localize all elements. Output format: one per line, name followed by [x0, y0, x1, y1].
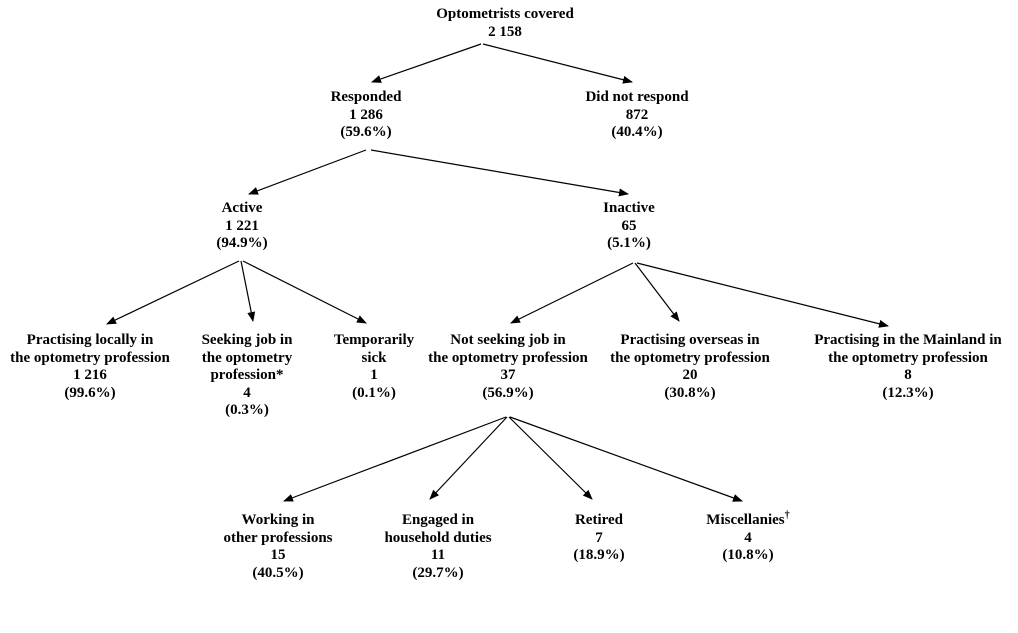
node-active: Active 1 221 (94.9%) — [216, 200, 267, 253]
arrow-active-to-temporarily-sick — [242, 260, 367, 324]
node-label: Practising in the Mainland in the optome… — [814, 332, 1002, 366]
node-miscellanies: Miscellanies† 4 (10.8%) — [706, 510, 790, 565]
node-label: Did not respond — [585, 89, 689, 105]
node-percentage: (94.9%) — [216, 235, 268, 251]
miscellanies-text: Miscellanies — [706, 512, 785, 528]
node-seeking-job: Seeking job in the optometry profession*… — [202, 332, 293, 420]
node-label: Practising locally in the optometry prof… — [10, 332, 170, 366]
node-count: 1 — [370, 367, 378, 383]
arrow-inactive-to-overseas — [634, 262, 680, 322]
node-count: 15 — [270, 547, 286, 563]
node-label: Active — [221, 200, 263, 216]
node-engaged-household-duties: Engaged in household duties 11 (29.7%) — [384, 512, 491, 582]
arrow-active-to-seeking-job — [240, 260, 256, 322]
node-responded: Responded 1 286 (59.6%) — [331, 89, 402, 142]
node-percentage: (29.7%) — [412, 564, 464, 581]
node-percentage: (5.1%) — [607, 235, 651, 251]
node-count: 20 — [682, 367, 698, 383]
node-percentage: (10.8%) — [722, 547, 774, 563]
node-count: 37 — [500, 367, 516, 383]
node-count: 8 — [904, 367, 912, 383]
node-did-not-respond: Did not respond 872 (40.4%) — [585, 89, 688, 142]
node-percentage: (99.6%) — [64, 384, 116, 401]
arrow-responded-to-inactive — [370, 149, 629, 197]
arrow-inactive-to-mainland — [636, 262, 889, 328]
arrow-inactive-to-not-seeking — [510, 262, 634, 324]
node-percentage: (30.8%) — [664, 384, 716, 401]
node-label: Engaged in household duties — [384, 512, 492, 546]
node-percentage: (40.5%) — [252, 564, 304, 581]
node-optometrists-covered: Optometrists covered 2 158 — [436, 6, 574, 41]
arrow-not-seeking-to-working — [283, 416, 507, 502]
node-label: Seeking job in the optometry profession* — [201, 332, 293, 383]
arrow-responded-to-active — [248, 149, 367, 195]
node-count: 1 216 — [73, 367, 107, 383]
arrow-active-to-practising-locally — [106, 260, 240, 325]
node-percentage: (0.1%) — [352, 384, 396, 401]
node-count: 1 286 — [349, 106, 383, 123]
node-count: 65 — [621, 217, 637, 234]
node-inactive: Inactive 65 (5.1%) — [603, 200, 655, 253]
node-percentage: (18.9%) — [573, 547, 625, 563]
node-practising-locally: Practising locally in the optometry prof… — [10, 332, 170, 402]
node-percentage: (40.4%) — [611, 124, 663, 140]
node-label: Not seeking job in the optometry profess… — [428, 332, 588, 366]
node-practising-mainland: Practising in the Mainland in the optome… — [814, 332, 1002, 402]
arrow-root-to-did-not-respond — [482, 43, 633, 84]
node-not-seeking-job: Not seeking job in the optometry profess… — [428, 332, 588, 402]
node-count: 2 158 — [488, 23, 522, 40]
node-label: Optometrists covered — [436, 6, 574, 22]
arrow-not-seeking-to-household — [429, 416, 508, 500]
node-label: Temporarily sick — [333, 332, 415, 366]
node-count: 4 — [744, 529, 752, 546]
node-label: Inactive — [603, 200, 655, 216]
node-label: Miscellanies† — [706, 510, 790, 530]
node-retired: Retired 7 (18.9%) — [573, 512, 624, 565]
node-count: 11 — [430, 547, 446, 563]
arrow-not-seeking-to-retired — [508, 416, 593, 500]
node-temporarily-sick: Temporarily sick 1 (0.1%) — [334, 332, 414, 402]
node-label: Retired — [574, 512, 624, 528]
arrow-not-seeking-to-miscellanies — [509, 416, 743, 502]
node-percentage: (59.6%) — [340, 124, 392, 140]
dagger-symbol: † — [784, 510, 790, 521]
node-percentage: (56.9%) — [482, 384, 534, 401]
node-count: 4 — [243, 384, 251, 401]
arrow-root-to-responded — [371, 43, 482, 83]
node-working-other-professions: Working in other professions 15 (40.5%) — [223, 512, 332, 582]
node-label: Practising overseas in the optometry pro… — [610, 332, 770, 366]
node-label: Responded — [330, 89, 402, 105]
node-percentage: (0.3%) — [225, 402, 269, 418]
node-percentage: (12.3%) — [882, 384, 934, 401]
node-count: 872 — [625, 106, 649, 123]
node-count: 1 221 — [225, 217, 259, 234]
node-practising-overseas: Practising overseas in the optometry pro… — [610, 332, 770, 402]
node-count: 7 — [595, 529, 603, 546]
node-label: Working in other professions — [223, 512, 333, 546]
